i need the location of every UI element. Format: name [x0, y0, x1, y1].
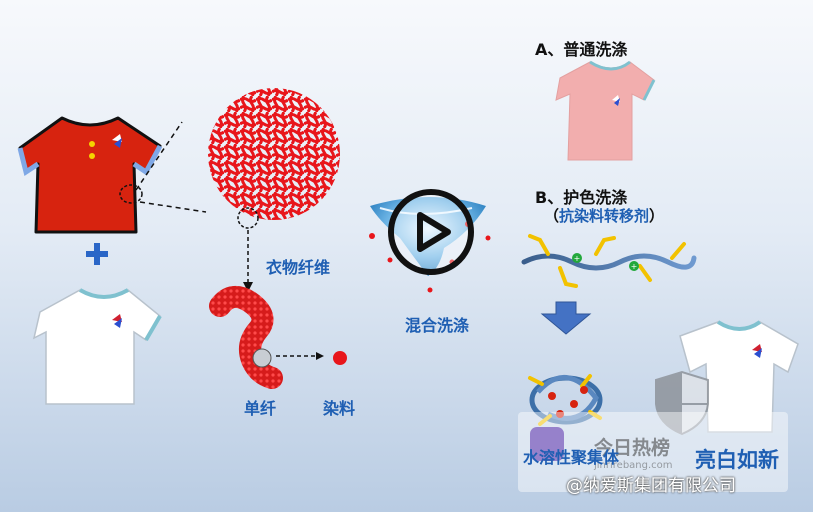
logo-badge-icon: [752, 344, 762, 358]
anti-transfer-polymer: + +: [521, 234, 697, 288]
shield-watermark-icon: [655, 370, 709, 436]
svg-text:+: +: [631, 262, 638, 271]
label-bright-white: 亮白如新: [695, 448, 779, 472]
label-dye: 染料: [323, 399, 356, 418]
plus-icon: [86, 243, 108, 265]
down-arrow-icon: [540, 301, 592, 335]
red-tshirt: [17, 116, 163, 234]
dye-dot: [333, 351, 347, 365]
single-fiber: [209, 285, 283, 389]
logo-badge-icon: [112, 314, 122, 328]
play-icon[interactable]: [386, 187, 476, 277]
logo-badge-icon: [612, 95, 620, 106]
paren-close: ）: [649, 207, 665, 225]
label-option-b-sub: （抗染料转移剂）: [544, 205, 664, 226]
label-anti-transfer-agent: 抗染料转移剂: [559, 207, 650, 225]
svg-text:+: +: [574, 254, 581, 263]
logo-badge-icon: [112, 134, 122, 148]
pink-tshirt: [555, 60, 656, 161]
watermark-title: 今日热榜: [594, 437, 671, 459]
white-tshirt-right: [679, 320, 799, 433]
fabric-weave: [208, 88, 340, 229]
label-single-fiber: 单纤: [244, 399, 277, 418]
paren-open: （: [544, 207, 560, 225]
watermark-credit: @纳爱斯集团有限公司: [566, 476, 736, 496]
label-option-a: A、普通洗涤: [535, 40, 628, 59]
label-polymer-result: 水溶性聚集体: [523, 448, 620, 467]
label-fabric-fiber: 衣物纤维: [266, 258, 331, 277]
app-logo-icon: [530, 427, 564, 461]
watermark-url: jinrirebang.com: [594, 460, 673, 471]
label-option-b: B、护色洗涤: [535, 188, 628, 207]
polymer-aggregate: [528, 374, 603, 426]
white-tshirt-left: [32, 288, 162, 405]
label-mixed-wash: 混合洗涤: [405, 316, 470, 335]
